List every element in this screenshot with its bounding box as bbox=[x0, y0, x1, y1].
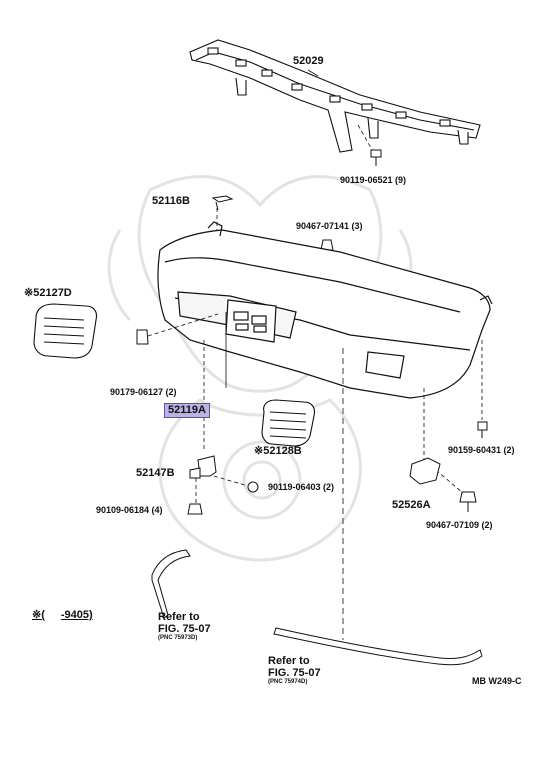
label-52029[interactable]: 52029 bbox=[293, 55, 324, 67]
label-90119-06403[interactable]: 90119-06403 (2) bbox=[268, 482, 335, 492]
diagram-code: MB W249-C bbox=[472, 676, 522, 686]
note-range: -9405) bbox=[60, 609, 93, 621]
refer-to-fig-right[interactable]: Refer to FIG. 75-07 (PNC 75974D) bbox=[268, 655, 321, 686]
label-90119-06521[interactable]: 90119-06521 (9) bbox=[340, 175, 407, 185]
ref-right-line1: Refer to bbox=[268, 655, 310, 667]
label-90467-07141[interactable]: 90467-07141 (3) bbox=[296, 221, 363, 231]
label-52127D[interactable]: ※52127D bbox=[24, 287, 72, 299]
ref-left-line1: Refer to bbox=[158, 611, 200, 623]
grille-52127D bbox=[33, 303, 98, 359]
label-52147B[interactable]: 52147B bbox=[136, 467, 175, 479]
label-90467-07109[interactable]: 90467-07109 (2) bbox=[426, 520, 493, 530]
bolt-90119-06403 bbox=[247, 481, 259, 493]
ref-left-line2: FIG. 75-07 bbox=[158, 622, 211, 635]
ref-right-line2: FIG. 75-07 bbox=[268, 666, 321, 679]
clip-90467-07109 bbox=[459, 491, 477, 512]
bumper-cover bbox=[157, 221, 493, 399]
bolt-90119-06521 bbox=[370, 149, 382, 166]
refer-to-fig-left[interactable]: Refer to FIG. 75-07 (PNC 75973D) bbox=[158, 611, 211, 642]
bracket-52147B bbox=[197, 455, 217, 477]
label-90179-06127[interactable]: 90179-06127 (2) bbox=[110, 387, 177, 397]
bracket-52526A bbox=[409, 457, 441, 485]
label-90159-60431[interactable]: 90159-60431 (2) bbox=[448, 445, 515, 455]
label-90109-06184[interactable]: 90109-06184 (4) bbox=[96, 505, 163, 515]
screw-90159-60431 bbox=[477, 421, 488, 438]
label-52116B[interactable]: 52116B bbox=[152, 195, 190, 207]
moulding-strip-right bbox=[273, 627, 483, 666]
grille-52128B bbox=[261, 399, 316, 447]
bolt-90109-06184 bbox=[187, 503, 203, 515]
clip-90179-06127 bbox=[136, 329, 149, 345]
ref-left-pnc: (PNC 75973D) bbox=[158, 635, 198, 642]
note-mark: ※( bbox=[32, 609, 45, 621]
label-52526A[interactable]: 52526A bbox=[392, 499, 431, 511]
ref-right-pnc: (PNC 75974D) bbox=[268, 679, 308, 686]
moulding-strip-left bbox=[151, 549, 191, 619]
label-52128B[interactable]: ※52128B bbox=[254, 445, 302, 457]
bracket-52116B bbox=[211, 195, 234, 211]
applicability-note: ※( -9405) bbox=[32, 610, 93, 621]
label-52119A-highlighted[interactable]: 52119A bbox=[164, 403, 210, 418]
reinforcement-beam-52029 bbox=[189, 39, 481, 153]
